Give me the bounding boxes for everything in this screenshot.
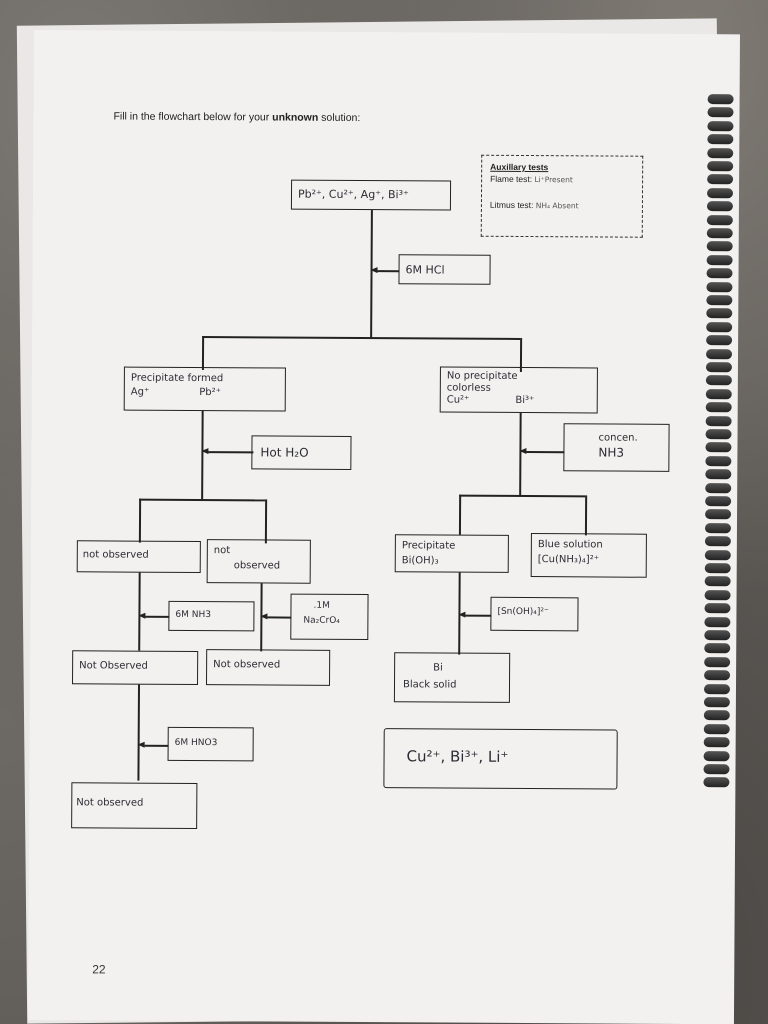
spiral-ring xyxy=(705,375,732,386)
instruction-text: Fill in the flowchart below for your unk… xyxy=(113,110,361,124)
spiral-ring xyxy=(703,697,730,708)
no-precipitate-box: No precipitate colorless Cu²⁺Bi³⁺ xyxy=(439,366,598,414)
spiral-ring xyxy=(707,174,734,185)
precipitate-bioh3-box: Precipitate Bi(OH)₃ xyxy=(394,534,509,573)
precipitate-formed-box: Precipitate formed Ag⁺Pb²⁺ xyxy=(123,366,286,412)
spiral-ring xyxy=(703,710,730,721)
reagent-hot-water-box: Hot H₂O xyxy=(251,435,352,470)
spiral-ring xyxy=(705,496,732,507)
spiral-ring xyxy=(707,147,734,158)
spiral-ring xyxy=(705,469,732,480)
spiral-ring xyxy=(706,308,733,319)
spiral-ring xyxy=(703,777,730,788)
spiral-ring xyxy=(705,388,732,400)
spiral-ring xyxy=(705,482,732,493)
spiral-ring xyxy=(705,509,732,520)
spiral-ring xyxy=(707,134,734,145)
spiral-ring xyxy=(703,750,730,761)
reagent-na2cro4-box: .1M Na₂CrO₄ xyxy=(290,593,369,641)
flame-test-value: Li⁺Present xyxy=(534,175,573,185)
not-observed-final-box: Not observed xyxy=(71,782,198,830)
not-observed-cro4-result-box: Not observed xyxy=(206,649,331,686)
spiral-ring xyxy=(704,536,731,547)
flame-test-row: Flame test: Li⁺Present xyxy=(490,173,573,185)
not-observed-right-box: not observed xyxy=(206,539,311,584)
spiral-ring xyxy=(703,683,731,694)
litmus-test-row: Litmus test: NH₄ Absent xyxy=(489,199,579,211)
spiral-ring xyxy=(706,295,733,306)
spiral-ring xyxy=(706,281,733,292)
spiral-ring xyxy=(704,549,731,560)
spiral-ring xyxy=(704,643,731,654)
spiral-ring xyxy=(706,228,733,239)
spiral-ring xyxy=(706,187,734,199)
spiral-ring xyxy=(707,107,734,118)
spiral-ring xyxy=(705,442,732,453)
spiral-ring xyxy=(704,522,732,534)
spiral-ring xyxy=(704,616,731,627)
blue-solution-box: Blue solution [Cu(NH₃)₄]²⁺ xyxy=(530,533,647,578)
aux-title: Auxillary tests xyxy=(490,161,549,173)
not-observed-left-box: not observed xyxy=(76,540,201,574)
spiral-ring xyxy=(706,335,733,346)
reagent-6m-hcl-box: 6M HCl xyxy=(398,254,491,285)
spiral-ring xyxy=(706,201,733,212)
spiral-ring xyxy=(707,120,734,132)
spiral-ring xyxy=(707,161,734,172)
spiral-ring xyxy=(706,268,733,279)
spiral-ring xyxy=(706,321,733,333)
worksheet-page: Fill in the flowchart below for your unk… xyxy=(27,30,740,1024)
spiral-ring xyxy=(704,670,731,681)
spiral-ring xyxy=(704,603,731,614)
litmus-test-value: NH₄ Absent xyxy=(535,201,579,211)
spiral-ring xyxy=(706,348,733,359)
spiral-ring xyxy=(706,241,733,252)
spiral-ring xyxy=(706,254,733,266)
spiral-ring xyxy=(704,656,731,668)
reagent-6m-hno3-box: 6M HNO3 xyxy=(167,726,254,762)
page-number: 22 xyxy=(92,962,106,977)
spiral-ring xyxy=(704,589,731,601)
final-ions-box: Cu²⁺, Bi³⁺, Li⁺ xyxy=(383,728,618,790)
spiral-ring xyxy=(704,630,731,641)
spiral-ring xyxy=(703,764,730,775)
spiral-ring xyxy=(703,737,730,748)
spiral-ring xyxy=(704,576,731,587)
reagent-sn-oh4-box: [Sn(OH)₄]²⁻ xyxy=(490,596,579,632)
spiral-ring xyxy=(705,455,732,467)
not-observed-nh3-result-box: Not Observed xyxy=(72,650,199,686)
spiral-ring xyxy=(705,415,732,426)
spiral-ring xyxy=(705,429,732,440)
reagent-6m-nh3-box: 6M NH3 xyxy=(168,600,255,632)
spiral-binding xyxy=(703,94,737,794)
start-ions-box: Pb²⁺, Cu²⁺, Ag⁺, Bi³⁺ xyxy=(290,179,452,211)
spiral-ring xyxy=(703,723,730,735)
spiral-ring xyxy=(706,214,733,225)
spiral-ring xyxy=(704,563,731,574)
reagent-concen-nh3-box: concen. NH3 xyxy=(563,423,670,472)
spiral-ring xyxy=(707,94,734,105)
spiral-ring xyxy=(705,402,732,413)
bi-black-solid-box: Bi Black solid xyxy=(393,652,511,703)
auxiliary-tests-box: Auxillary tests Flame test: Li⁺Present L… xyxy=(480,154,644,238)
spiral-ring xyxy=(705,362,732,373)
